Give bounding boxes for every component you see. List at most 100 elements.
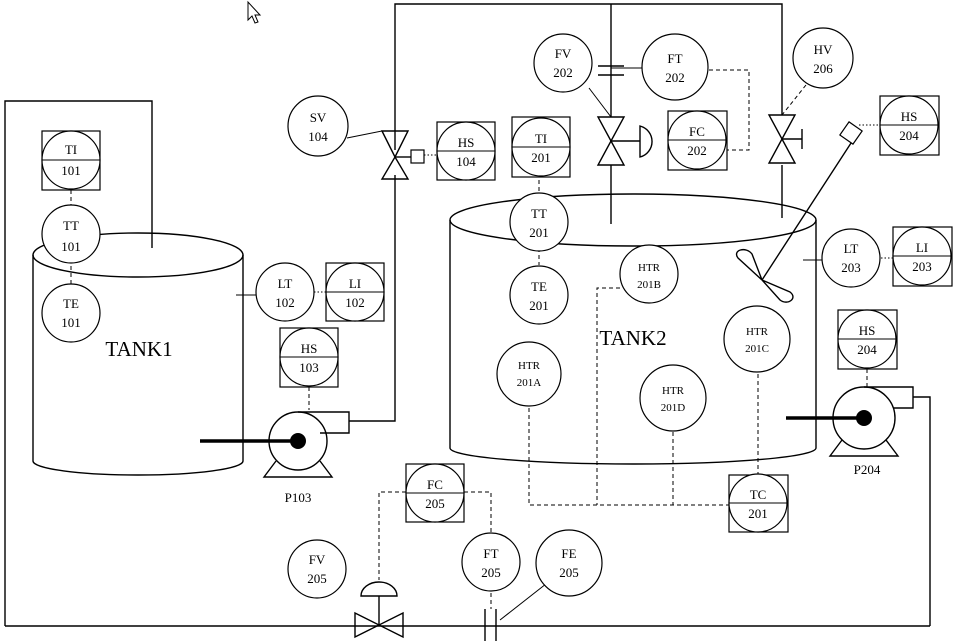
mixer-impeller (735, 121, 863, 303)
instruments: TI 101 TT 101 TE 101 LT 102 LI 102 (41, 27, 953, 599)
instrument-fc205[interactable]: FC 205 (405, 463, 465, 523)
heater-htr201b[interactable]: HTR 201B (619, 244, 679, 304)
valve-sv104[interactable] (380, 130, 425, 180)
svg-text:FV: FV (555, 46, 572, 61)
pump-p103[interactable] (200, 411, 350, 478)
heater-htr201d[interactable]: HTR 201D (639, 364, 707, 432)
svg-text:201: 201 (531, 150, 551, 165)
instrument-hv206[interactable]: HV 206 (792, 27, 854, 89)
svg-text:HS: HS (458, 135, 475, 150)
svg-text:102: 102 (345, 295, 365, 310)
instrument-hs104[interactable]: HS 104 (436, 121, 496, 181)
instrument-tt201[interactable]: TT 201 (509, 192, 569, 252)
svg-text:TT: TT (63, 218, 79, 233)
svg-text:101: 101 (61, 315, 81, 330)
instrument-te201[interactable]: TE 201 (509, 265, 569, 325)
instrument-fc202[interactable]: FC 202 (667, 110, 728, 171)
instrument-ti101[interactable]: TI 101 (41, 130, 101, 191)
svg-text:HS: HS (301, 341, 318, 356)
svg-text:FT: FT (667, 51, 682, 66)
orifice-ft202 (598, 65, 624, 76)
svg-text:103: 103 (299, 360, 319, 375)
svg-text:TT: TT (531, 206, 547, 221)
instrument-te101[interactable]: TE 101 (41, 283, 101, 343)
svg-text:201A: 201A (517, 377, 542, 389)
instrument-sv104[interactable]: SV 104 (287, 95, 349, 157)
mouse-cursor-icon (247, 0, 262, 24)
svg-text:TC: TC (750, 487, 767, 502)
instrument-ft202[interactable]: FT 202 (641, 33, 709, 101)
svg-text:102: 102 (275, 295, 295, 310)
instrument-hs204-pump[interactable]: HS 204 (837, 309, 898, 370)
svg-text:202: 202 (687, 143, 707, 158)
svg-text:TE: TE (63, 296, 79, 311)
svg-text:HS: HS (859, 323, 876, 338)
svg-text:201: 201 (748, 506, 768, 521)
svg-text:FE: FE (561, 546, 576, 561)
svg-text:HS: HS (901, 109, 918, 124)
svg-text:HTR: HTR (518, 360, 541, 372)
svg-text:HTR: HTR (746, 326, 769, 338)
instrument-tt101[interactable]: TT 101 (41, 204, 101, 264)
svg-text:201D: 201D (661, 402, 686, 414)
instrument-hs204-mixer[interactable]: HS 204 (879, 95, 940, 156)
pump-p103-label: P103 (285, 490, 312, 505)
instrument-ti201[interactable]: TI 201 (511, 116, 571, 178)
instrument-fe205[interactable]: FE 205 (535, 529, 603, 597)
svg-text:HTR: HTR (662, 385, 685, 397)
valve-hv206[interactable] (767, 114, 803, 164)
svg-text:201: 201 (529, 225, 549, 240)
instrument-li102[interactable]: LI 102 (325, 262, 385, 322)
heater-htr201c[interactable]: HTR 201C (723, 305, 791, 373)
svg-text:LI: LI (349, 276, 361, 291)
mixer-motor-box (839, 121, 863, 145)
svg-text:201: 201 (529, 298, 549, 313)
svg-text:205: 205 (559, 565, 579, 580)
svg-text:FC: FC (427, 477, 443, 492)
instrument-hs103[interactable]: HS 103 (279, 327, 339, 388)
svg-text:206: 206 (813, 61, 833, 76)
instrument-lt102[interactable]: LT 102 (255, 262, 315, 322)
svg-text:204: 204 (857, 342, 877, 357)
instrument-fv205[interactable]: FV 205 (287, 539, 347, 599)
tank-1-label: TANK1 (105, 337, 172, 361)
svg-text:201B: 201B (637, 279, 661, 291)
svg-text:204: 204 (899, 128, 919, 143)
svg-text:101: 101 (61, 239, 81, 254)
svg-text:LI: LI (916, 240, 928, 255)
svg-text:TI: TI (65, 142, 77, 157)
instrument-tc201[interactable]: TC 201 (728, 473, 789, 533)
svg-text:205: 205 (307, 571, 327, 586)
svg-text:203: 203 (912, 259, 932, 274)
svg-text:205: 205 (481, 565, 501, 580)
tank-2 (449, 193, 817, 465)
svg-text:TI: TI (535, 131, 547, 146)
svg-text:LT: LT (844, 241, 859, 256)
svg-text:101: 101 (61, 163, 81, 178)
svg-text:HTR: HTR (638, 262, 661, 274)
instrument-fv202[interactable]: FV 202 (533, 33, 593, 93)
svg-text:TE: TE (531, 279, 547, 294)
instrument-li203[interactable]: LI 203 (892, 226, 953, 287)
svg-text:104: 104 (456, 154, 476, 169)
svg-text:HV: HV (814, 42, 833, 57)
instrument-lt203[interactable]: LT 203 (821, 228, 881, 288)
svg-text:201C: 201C (745, 343, 769, 355)
piping (4, 3, 931, 627)
valve-fv205[interactable] (354, 581, 404, 639)
heater-htr201a[interactable]: HTR 201A (496, 341, 562, 407)
tank-1 (32, 232, 244, 476)
svg-text:FC: FC (689, 124, 705, 139)
valve-fv202[interactable] (596, 116, 653, 166)
pump-p204[interactable] (786, 386, 914, 457)
svg-text:104: 104 (308, 129, 328, 144)
svg-text:LT: LT (278, 276, 293, 291)
tank-2-label: TANK2 (599, 326, 666, 350)
svg-text:203: 203 (841, 260, 861, 275)
svg-text:SV: SV (310, 110, 327, 125)
pump-p204-label: P204 (854, 462, 881, 477)
instrument-ft205[interactable]: FT 205 (461, 532, 521, 592)
svg-text:202: 202 (665, 70, 685, 85)
